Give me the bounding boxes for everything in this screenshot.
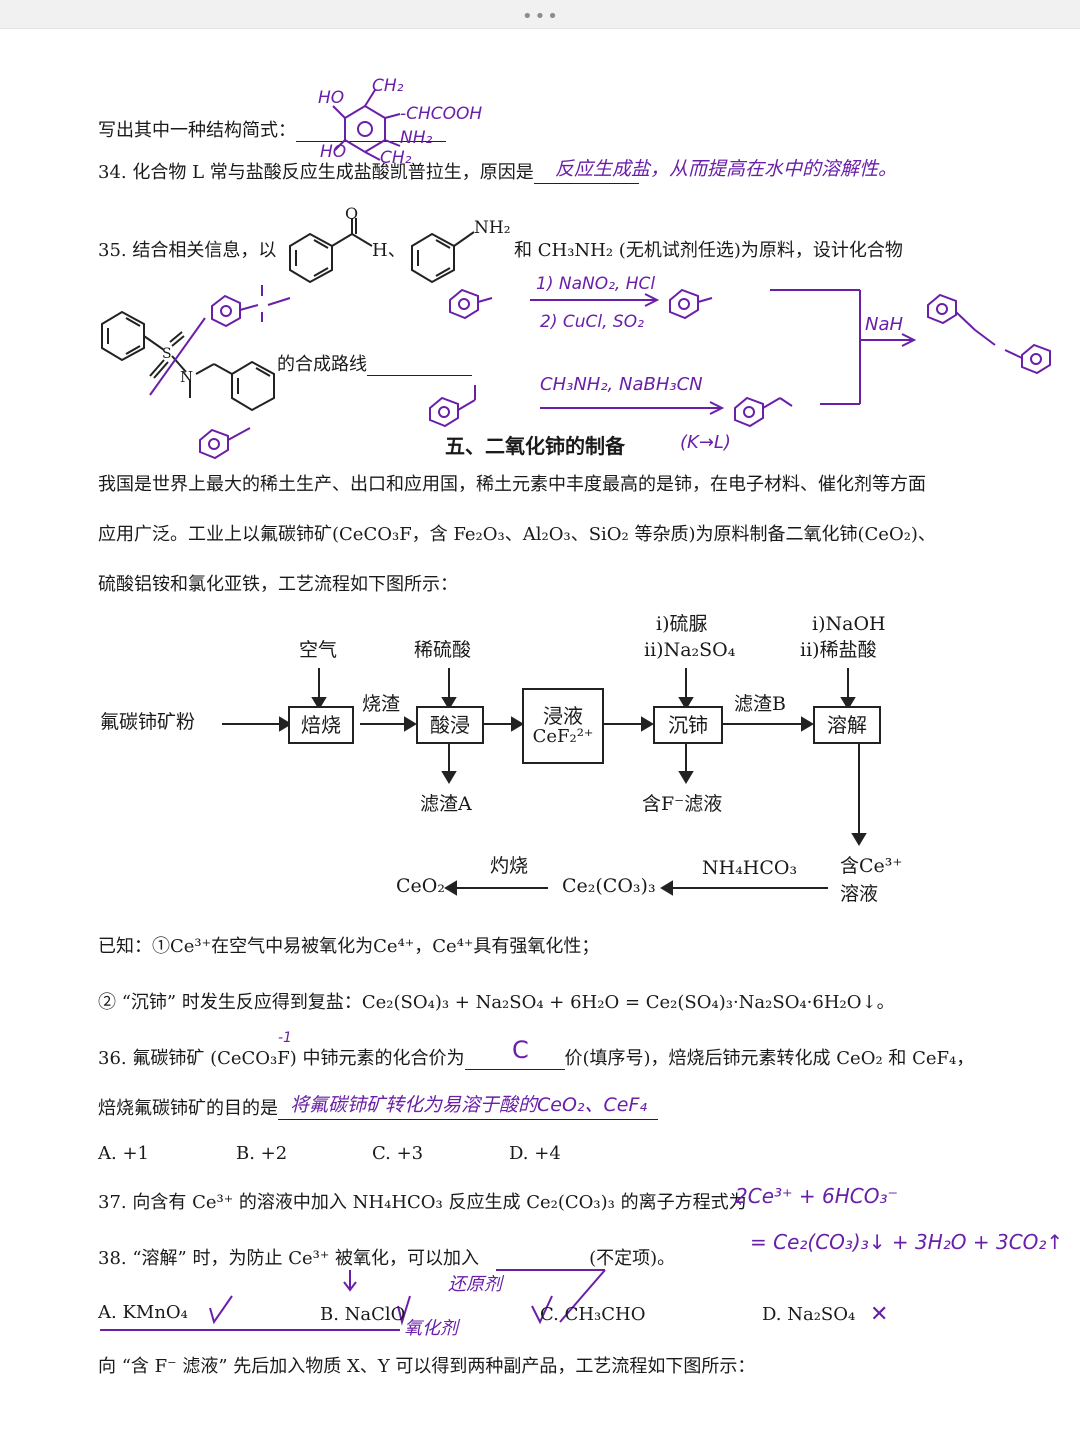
answer-blank	[367, 374, 472, 376]
q38-cross-mark: ✕	[870, 1302, 889, 1327]
flow-step-roast: 焙烧	[288, 706, 354, 744]
q38-option-a: A. KMnO₄	[98, 1302, 188, 1323]
flow-ce3-solution-2: 溶液	[840, 883, 879, 905]
q35-text-a: 35. 结合相关信息，以	[98, 240, 277, 261]
q36-option-d: D. +4	[509, 1143, 561, 1164]
q38-handwritten-oxidant: 氧化剂	[404, 1318, 458, 1339]
handwritten-nmethylbenzylamine	[199, 427, 251, 460]
flow-nh4hco3: NH₄HCO₃	[702, 857, 798, 879]
handwritten-final-product	[927, 293, 1051, 375]
hw-step1: 1) NaNO₂, HCl	[536, 274, 656, 294]
hw-step4: NaH	[865, 314, 904, 335]
flow-residue-b: 滤渣B	[734, 693, 786, 715]
flow-ce3-solution-1: 含Ce³⁺	[840, 855, 903, 877]
printed-target-structure	[101, 310, 275, 412]
hw-step3: CH₃NH₂, NaBH₃CN	[540, 374, 703, 395]
handwritten-product-sulfonyl	[669, 288, 713, 320]
flow-reagent-na2so4: ii)Na₂SO₄	[644, 639, 736, 661]
printed-aniline-structure	[411, 231, 475, 284]
flow-start-material: 氟碳铈矿粉	[100, 711, 196, 733]
hw-ho-label: HO	[318, 88, 345, 108]
handwritten-amine	[734, 396, 793, 428]
handwritten-benzaldehyde	[429, 385, 476, 428]
q36-handwritten-mark: -1	[278, 1030, 292, 1046]
hw-k-to-l: (K→L)	[680, 432, 731, 453]
q36-option-b: B. +2	[236, 1143, 288, 1164]
flow-calcine: 灼烧	[490, 855, 529, 877]
q36-line-1: 36. 氟碳铈矿 (CeCO₃F) 中铈元素的化合价为价(填序号)，焙烧后铈元素…	[98, 1048, 975, 1070]
answer-blank	[278, 1118, 658, 1120]
target-n-label: N	[180, 368, 194, 386]
q35-text-h: H、	[372, 240, 406, 261]
flow-leach-liquor: 浸液 CeF₂²⁺	[522, 688, 604, 764]
handwritten-ring-structure	[332, 89, 401, 161]
flow-slag: 烧渣	[362, 693, 401, 715]
q35-text-d: 的合成路线	[277, 354, 472, 376]
hw-step2: 2) CuCl, SO₂	[540, 312, 644, 332]
flow-air: 空气	[299, 639, 338, 661]
known-1: 已知：①Ce³⁺在空气中易被氧化为Ce⁴⁺，Ce⁴⁺具有强氧化性；	[98, 936, 600, 957]
q36-option-c: C. +3	[372, 1143, 424, 1164]
more-options-icon[interactable]: •••	[522, 6, 560, 27]
answer-blank	[296, 140, 446, 142]
q37-question: 37. 向含有 Ce³⁺ 的溶液中加入 NH₄HCO₃ 反应生成 Ce₂(CO₃…	[98, 1192, 747, 1213]
q33-prompt: 写出其中一种结构简式：	[98, 120, 446, 142]
hw-ch2b-label: CH₂	[380, 148, 412, 168]
q35-nh2-label: NH₂	[474, 218, 511, 238]
answer-blank	[464, 1068, 565, 1070]
section-title: 五、二氧化铈的制备	[445, 434, 625, 458]
intro-paragraph-1: 我国是世界上最大的稀土生产、出口和应用国，稀土元素中丰度最高的是铈，在电子材料、…	[98, 474, 926, 495]
q36-handwritten-answer: 将氟碳铈矿转化为易溶于酸的CeO₂、CeF₄	[290, 1094, 648, 1116]
q36-option-a: A. +1	[98, 1143, 149, 1164]
known-2: ② “沉铈” 时发生反应得到复盐：Ce₂(SO₄)₃ + Na₂SO₄ + 6H…	[98, 992, 895, 1013]
handwritten-disconnection-mark	[149, 317, 206, 396]
q35-aldehyde-o: O	[345, 204, 359, 223]
flow-reagent-thiourea: i)硫脲	[656, 613, 708, 635]
q38-option-b: B. NaClO	[320, 1304, 406, 1325]
flow-reagent-hcl: ii)稀盐酸	[800, 639, 877, 661]
q38-option-c: C. CH₃CHO	[540, 1304, 646, 1325]
flow-residue-a: 滤渣A	[420, 793, 472, 815]
hw-cooh-label: -CHCOOH	[400, 104, 483, 124]
printed-benzaldehyde-structure	[289, 218, 373, 284]
flow-step-leach: 酸浸	[416, 706, 484, 744]
flow-step-precipitate: 沉铈	[653, 706, 723, 744]
hw-nh2-label: NH₂	[400, 128, 433, 148]
viewer-top-bar: •••	[0, 0, 1080, 29]
q34-handwritten-answer: 反应生成盐，从而提高在水中的溶解性。	[555, 158, 898, 180]
q34-question: 34. 化合物 L 常与盐酸反应生成盐酸凯普拉生，原因是	[98, 162, 639, 184]
q38-option-d: D. Na₂SO₄	[762, 1304, 856, 1325]
q38-handwritten-note: 还原剂	[448, 1274, 502, 1295]
handwritten-route-arrows	[530, 289, 917, 415]
target-s-label: S	[162, 346, 172, 362]
intro-paragraph-2: 应用广泛。工业上以氟碳铈矿(CeCO₃F，含 Fe₂O₃、Al₂O₃、SiO₂ …	[98, 524, 936, 545]
handwritten-aniline	[449, 288, 493, 320]
q36-line-2: 焙烧氟碳铈矿的目的是	[98, 1098, 658, 1120]
handwritten-q38-marks	[100, 1269, 606, 1331]
flow-reagent-naoh: i)NaOH	[812, 613, 886, 635]
flow-arrows	[222, 668, 867, 896]
q37-handwritten-part2: = Ce₂(CO₃)₃↓ + 3H₂O + 3CO₂↑	[750, 1230, 1064, 1254]
hw-ho2-label: HO	[320, 142, 347, 162]
flow-step-dissolve: 溶解	[813, 706, 881, 744]
q35-text-c: 和 CH₃NH₂ (无机试剂任选)为原料，设计化合物	[514, 240, 903, 261]
q37-handwritten-part1: 2Ce³⁺ + 6HCO₃⁻	[735, 1184, 899, 1208]
handwritten-benzenesulfonyl-chloride	[211, 285, 291, 328]
hw-ch2-label: CH₂	[372, 76, 404, 96]
flow-dilute-acid: 稀硫酸	[414, 639, 472, 661]
tail-paragraph: 向 “含 F⁻ 滤液” 先后加入物质 X、Y 可以得到两种副产品，工艺流程如下图…	[98, 1356, 756, 1377]
flow-filtrate-f: 含F⁻滤液	[642, 793, 723, 815]
q38-question: 38. “溶解” 时，为防止 Ce³⁺ 被氧化，可以加入(不定项)。	[98, 1248, 676, 1269]
flow-cerium-carbonate: Ce₂(CO₃)₃	[562, 875, 656, 897]
flow-ceo2: CeO₂	[396, 875, 445, 897]
answer-blank	[533, 182, 639, 184]
q36-handwritten-choice: C	[512, 1036, 529, 1064]
intro-paragraph-3: 硫酸铝铵和氯化亚铁，工艺流程如下图所示：	[98, 574, 458, 595]
